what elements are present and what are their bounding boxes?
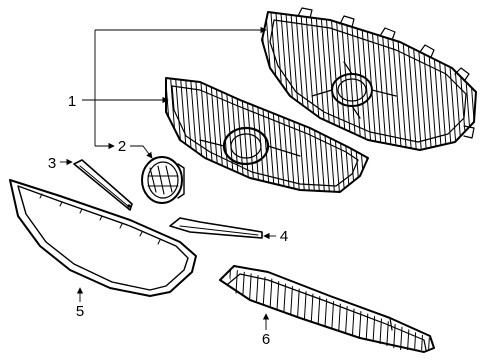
callout-1: 1 bbox=[68, 93, 76, 110]
leader-1-bracket bbox=[82, 30, 96, 146]
callout-4: 4 bbox=[280, 228, 288, 245]
callout-2: 2 bbox=[118, 138, 126, 155]
callout-5: 5 bbox=[76, 303, 84, 320]
leader-lines bbox=[60, 26, 276, 330]
grille-surround-frame bbox=[9, 179, 197, 297]
emblem bbox=[141, 156, 185, 204]
lower-grille bbox=[219, 265, 435, 353]
upper-molding-strip bbox=[73, 159, 133, 211]
callout-3: 3 bbox=[48, 155, 56, 172]
grille-assembly-front-view bbox=[165, 77, 369, 193]
grille-assembly-rear-view bbox=[261, 7, 477, 151]
lower-molding-strip bbox=[169, 217, 263, 239]
callout-6: 6 bbox=[262, 331, 270, 348]
leader-2 bbox=[130, 145, 153, 159]
